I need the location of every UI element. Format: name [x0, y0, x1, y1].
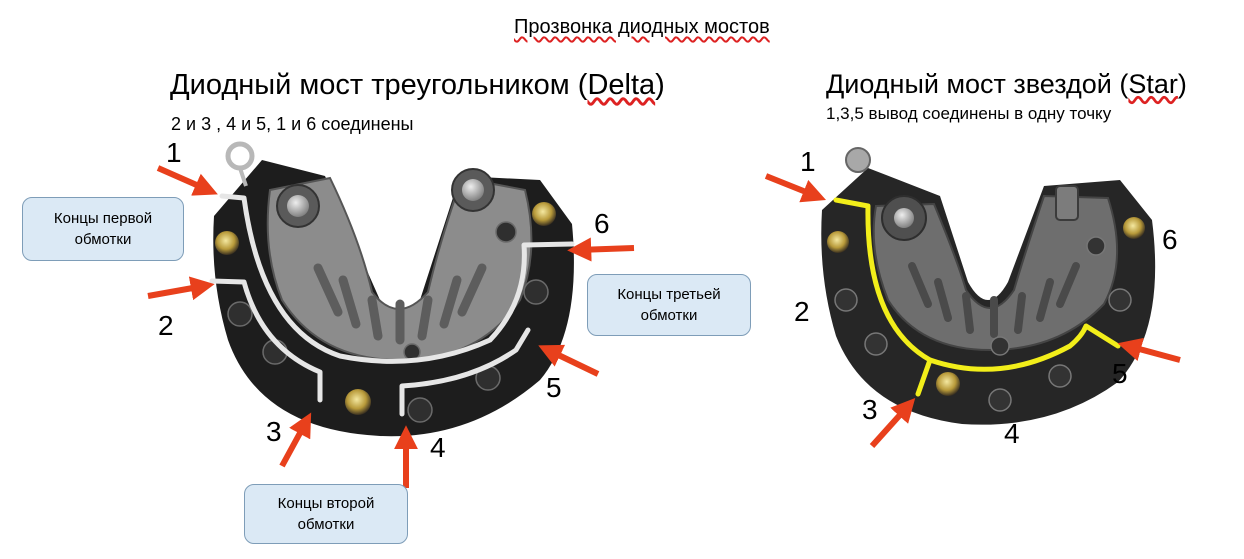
delta-terminal-4: 4: [430, 432, 446, 464]
delta-subtitle: 2 и 3 , 4 и 5, 1 и 6 соединены: [171, 114, 413, 135]
delta-terminal-5: 5: [546, 372, 562, 404]
star-subtitle: 1,3,5 вывод соединены в одну точку: [826, 104, 1111, 124]
delta-terminal-3: 3: [266, 416, 282, 448]
star-terminal-6: 6: [1162, 224, 1178, 256]
star-arrow-1: [766, 176, 816, 196]
star-terminal-3: 3: [862, 394, 878, 426]
star-terminal-2: 2: [794, 296, 810, 328]
delta-arrow-1: [158, 168, 208, 190]
star-bridge-photo: [821, 148, 1155, 425]
delta-arrow-6: [578, 248, 634, 250]
delta-terminal-2: 2: [158, 310, 174, 342]
delta-terminal-6: 6: [594, 208, 610, 240]
star-title: Диодный мост звездой (Star): [826, 69, 1187, 100]
star-terminal-1: 1: [800, 146, 816, 178]
delta-arrow-3: [282, 422, 306, 466]
star-terminal-4: 4: [1004, 418, 1020, 450]
delta-arrow-5: [548, 350, 598, 374]
delta-terminal-1: 1: [166, 137, 182, 169]
page-title: Прозвонка диодных мостов: [514, 16, 770, 39]
delta-title: Диодный мост треугольником (Delta): [170, 69, 665, 102]
star-title-latin-word: Star: [1128, 69, 1178, 99]
star-terminal-5: 5: [1112, 358, 1128, 390]
delta-title-latin-word: Delta: [587, 69, 655, 101]
delta-arrow-2: [148, 286, 204, 296]
